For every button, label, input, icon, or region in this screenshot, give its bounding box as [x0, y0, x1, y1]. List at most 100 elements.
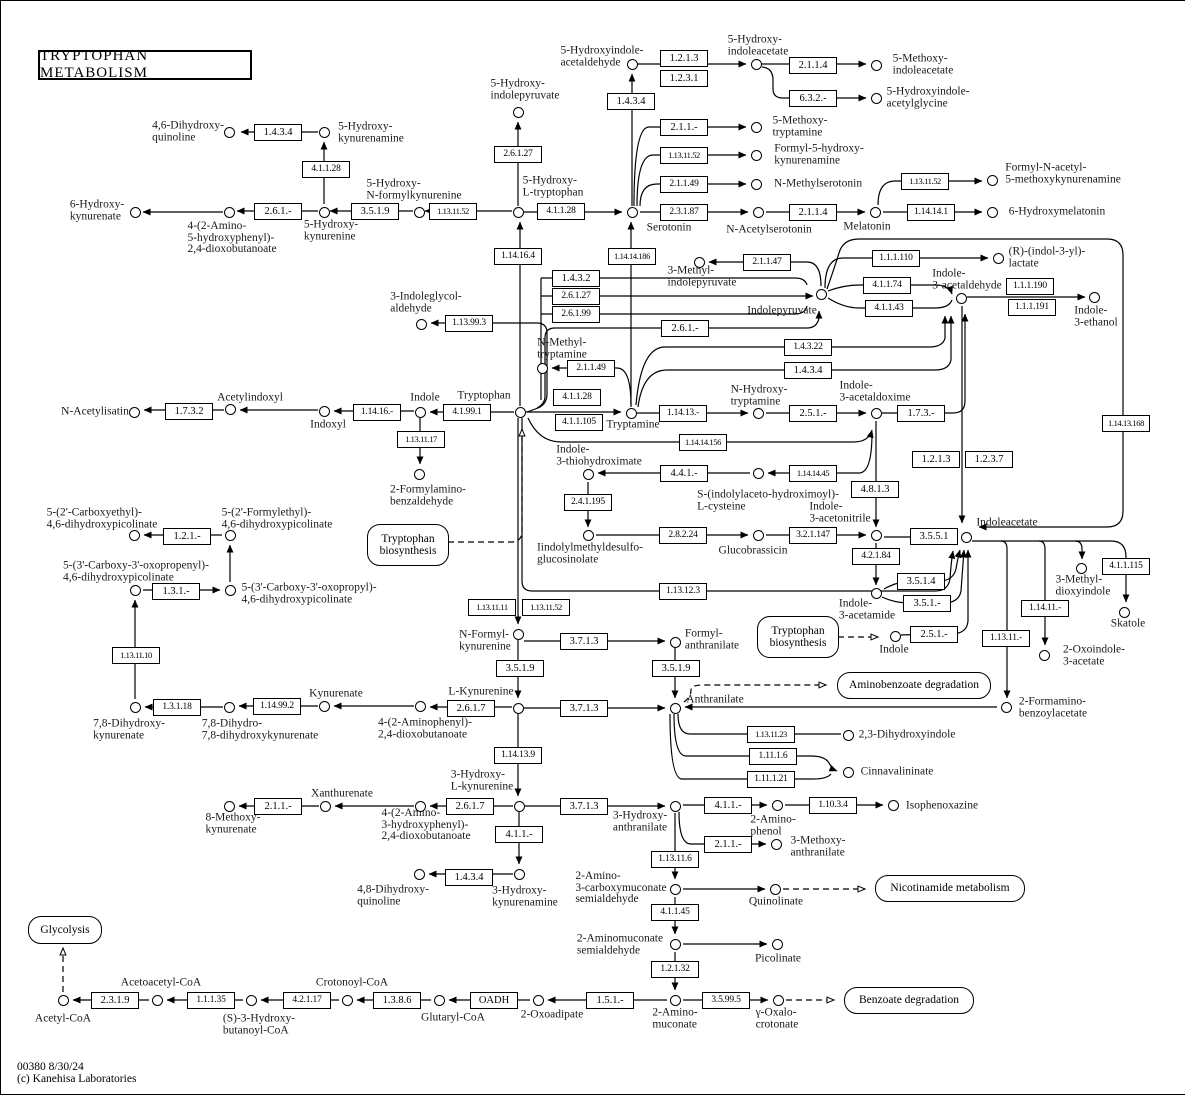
compound-node[interactable] — [693, 256, 705, 268]
enzyme-box[interactable]: 1.14.13.9 — [494, 746, 542, 764]
enzyme-box[interactable]: 1.13.12.3 — [659, 582, 707, 600]
compound-node[interactable] — [341, 994, 353, 1006]
enzyme-box[interactable]: OADH — [470, 991, 518, 1009]
enzyme-box[interactable]: 1.14.99.2 — [253, 697, 301, 715]
enzyme-box[interactable]: 1.5.1.- — [586, 991, 634, 1009]
compound-node[interactable] — [1075, 562, 1087, 574]
compound-node[interactable] — [887, 799, 899, 811]
compound-node[interactable] — [223, 800, 235, 812]
enzyme-box[interactable]: 1.11.1.6 — [749, 747, 797, 765]
enzyme-box[interactable]: 2.6.1.99 — [552, 305, 600, 323]
enzyme-box[interactable]: 2.6.1.7 — [447, 699, 495, 717]
enzyme-box[interactable]: 3.5.1.9 — [351, 202, 399, 220]
enzyme-box[interactable]: 1.1.1.110 — [872, 249, 920, 267]
compound-node[interactable] — [128, 406, 140, 418]
enzyme-box[interactable]: 1.4.3.4 — [445, 868, 493, 886]
compound-node[interactable] — [772, 994, 784, 1006]
enzyme-box[interactable]: 1.14.11.- — [1021, 599, 1069, 617]
compound-node[interactable] — [771, 938, 783, 950]
compound-node[interactable] — [1038, 649, 1050, 661]
compound-node[interactable] — [870, 59, 882, 71]
compound-node[interactable] — [414, 700, 426, 712]
compound-node[interactable] — [318, 405, 330, 417]
enzyme-box[interactable]: 1.14.16.4 — [494, 247, 542, 265]
enzyme-box[interactable]: 3.7.1.3 — [560, 699, 608, 717]
enzyme-box[interactable]: 1.4.3.2 — [552, 269, 600, 287]
enzyme-box[interactable]: 1.2.1.3 — [660, 49, 708, 67]
compound-node[interactable] — [1088, 291, 1100, 303]
enzyme-box[interactable]: 1.14.14.156 — [679, 433, 727, 451]
compound-node[interactable] — [625, 407, 637, 419]
compound-node[interactable] — [815, 288, 827, 300]
compound-node[interactable] — [771, 799, 783, 811]
compound-node[interactable] — [1118, 606, 1130, 618]
enzyme-box[interactable]: 1.11.1.21 — [747, 770, 795, 788]
enzyme-box[interactable]: 1.2.1.3 — [912, 450, 960, 468]
pathway-link-box[interactable]: Tryptophan biosynthesis — [367, 524, 449, 566]
enzyme-box[interactable]: 4.4.1.- — [660, 464, 708, 482]
compound-node[interactable] — [129, 206, 141, 218]
compound-node[interactable] — [433, 994, 445, 1006]
compound-node[interactable] — [889, 630, 901, 642]
enzyme-box[interactable]: 1.2.3.7 — [965, 450, 1013, 468]
enzyme-box[interactable]: 1.13.11.23 — [747, 725, 795, 743]
enzyme-box[interactable]: 1.4.3.22 — [784, 338, 832, 356]
enzyme-box[interactable]: 1.13.11.52 — [660, 146, 708, 164]
enzyme-box[interactable]: 4.1.1.105 — [555, 413, 603, 431]
enzyme-box[interactable]: 2.6.1.- — [661, 319, 709, 337]
compound-node[interactable] — [512, 628, 524, 640]
enzyme-box[interactable]: 3.5.1.9 — [496, 659, 544, 677]
compound-node[interactable] — [513, 868, 525, 880]
enzyme-box[interactable]: 1.13.11.- — [982, 629, 1030, 647]
compound-node[interactable] — [224, 529, 236, 541]
compound-node[interactable] — [318, 206, 330, 218]
enzyme-box[interactable]: 3.2.1.147 — [789, 526, 837, 544]
compound-node[interactable] — [129, 701, 141, 713]
compound-node[interactable] — [870, 407, 882, 419]
enzyme-box[interactable]: 1.14.14.45 — [789, 464, 837, 482]
enzyme-box[interactable]: 4.1.1.43 — [865, 299, 913, 317]
compound-node[interactable] — [1000, 701, 1012, 713]
compound-node[interactable] — [513, 800, 525, 812]
enzyme-box[interactable]: 3.7.1.3 — [560, 797, 608, 815]
compound-node[interactable] — [869, 206, 881, 218]
enzyme-box[interactable]: 4.1.1.28 — [553, 388, 601, 406]
compound-node[interactable] — [413, 868, 425, 880]
enzyme-box[interactable]: 4.1.1.115 — [1102, 557, 1150, 575]
enzyme-box[interactable]: 2.1.1.49 — [660, 175, 708, 193]
enzyme-box[interactable]: 6.3.2.- — [789, 89, 837, 107]
pathway-link-box[interactable]: Benzoate degradation — [844, 986, 974, 1014]
enzyme-box[interactable]: 1.13.11.52 — [429, 202, 477, 220]
enzyme-box[interactable]: 1.4.3.4 — [784, 361, 832, 379]
enzyme-box[interactable]: 1.14.13.168 — [1102, 414, 1150, 432]
enzyme-box[interactable]: 2.1.1.4 — [789, 56, 837, 74]
compound-node[interactable] — [669, 636, 681, 648]
compound-node[interactable] — [245, 994, 257, 1006]
enzyme-box[interactable]: 4.1.99.1 — [443, 403, 491, 421]
compound-node[interactable] — [750, 178, 762, 190]
enzyme-box[interactable]: 1.1.1.190 — [1006, 277, 1054, 295]
enzyme-box[interactable]: 1.14.16.- — [353, 403, 401, 421]
enzyme-box[interactable]: 2.1.1.- — [704, 835, 752, 853]
compound-node[interactable] — [752, 467, 764, 479]
compound-node[interactable] — [223, 126, 235, 138]
enzyme-box[interactable]: 1.14.13.- — [659, 404, 707, 422]
enzyme-box[interactable]: 1.4.3.4 — [254, 123, 302, 141]
compound-node[interactable] — [770, 838, 782, 850]
compound-node[interactable] — [992, 252, 1004, 264]
enzyme-box[interactable]: 3.5.1.4 — [897, 572, 945, 590]
compound-node[interactable] — [870, 529, 882, 541]
enzyme-box[interactable]: 1.2.1.32 — [651, 960, 699, 978]
compound-node[interactable] — [512, 106, 524, 118]
enzyme-box[interactable]: 3.5.1.9 — [652, 659, 700, 677]
compound-node[interactable] — [57, 994, 69, 1006]
enzyme-box[interactable]: 2.3.1.87 — [660, 203, 708, 221]
compound-node[interactable] — [960, 531, 972, 543]
enzyme-box[interactable]: 3.5.1.- — [903, 594, 951, 612]
compound-node[interactable] — [319, 800, 331, 812]
pathway-link-box[interactable]: Nicotinamide metabolism — [875, 874, 1025, 902]
compound-node[interactable] — [129, 584, 141, 596]
enzyme-box[interactable]: 1.13.11.10 — [112, 646, 160, 664]
compound-node[interactable] — [842, 729, 854, 741]
compound-node[interactable] — [842, 766, 854, 778]
